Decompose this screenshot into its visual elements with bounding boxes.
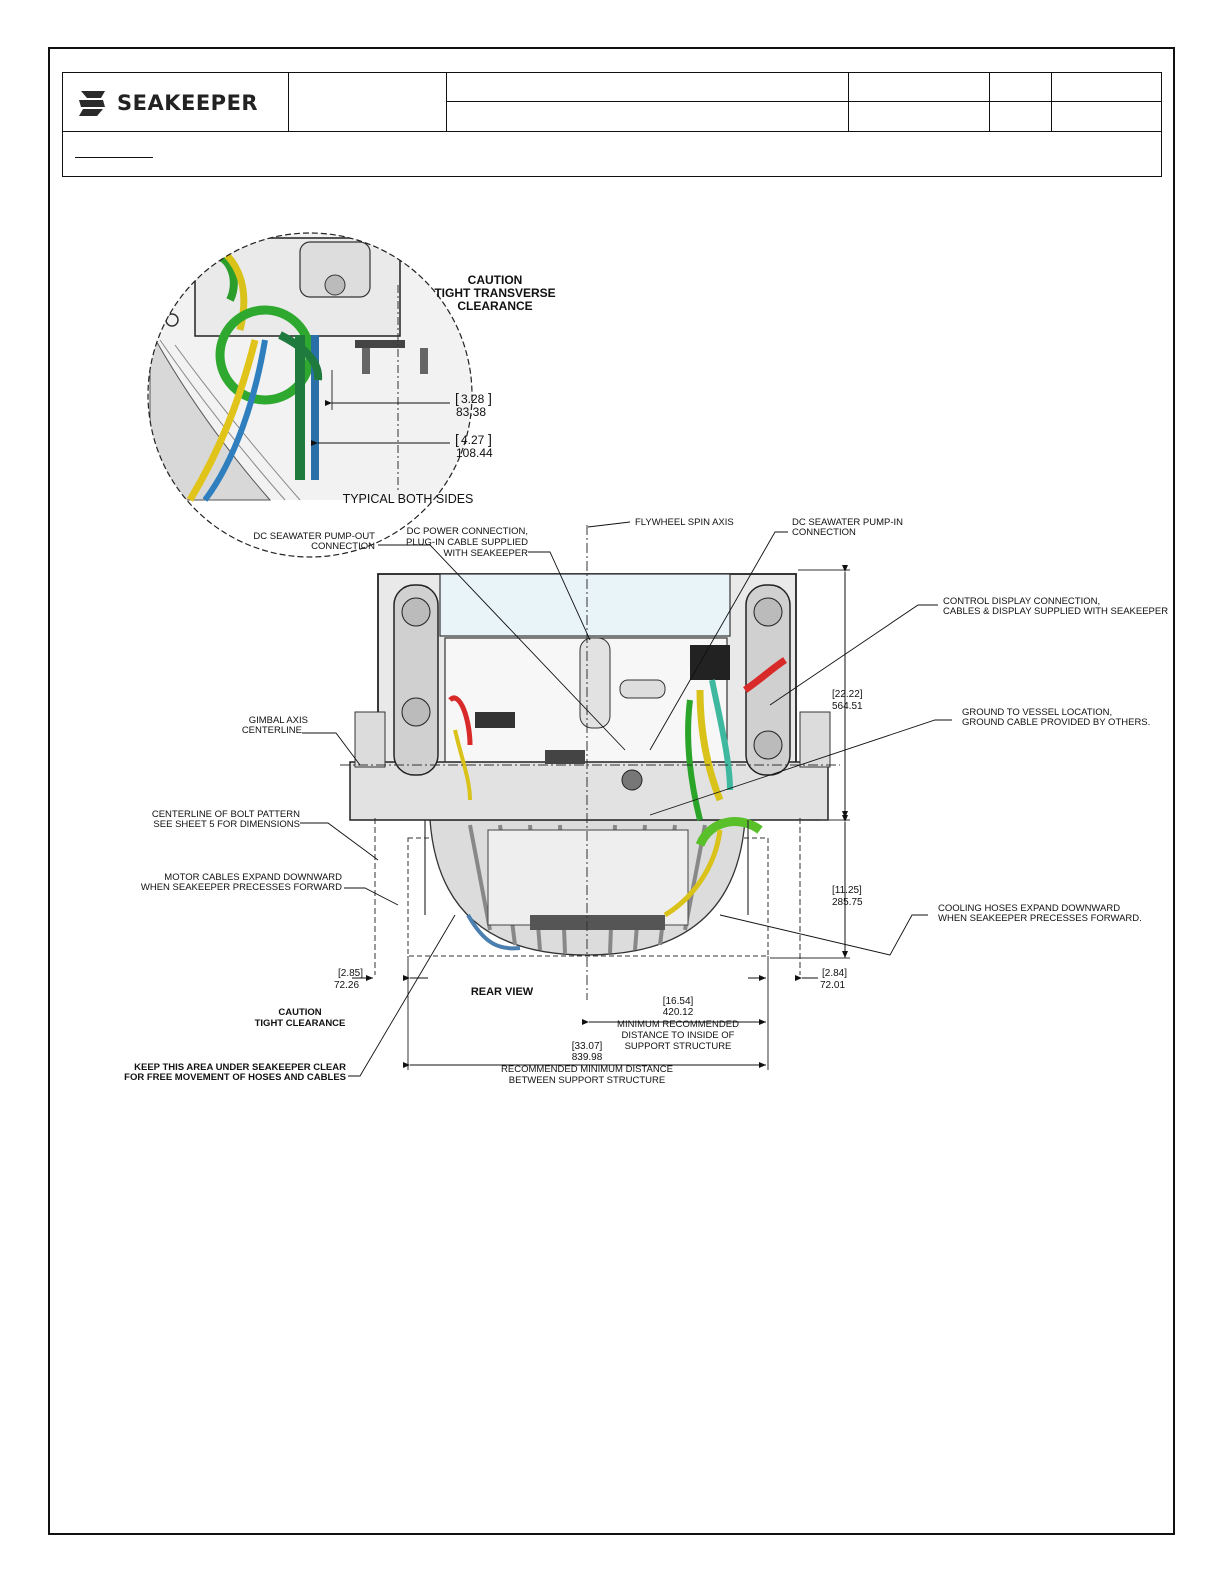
callout-control-1: CONTROL DISPLAY CONNECTION, [943, 596, 1100, 607]
title-cell-1 [289, 73, 447, 131]
callout-pump-out-2: CONNECTION [311, 541, 375, 552]
dim-half-label-3: SUPPORT STRUCTURE [625, 1041, 732, 1052]
rear-view-title: REAR VIEW [471, 986, 534, 998]
callout-dc-power-2: PLUG-IN CABLE SUPPLIED [406, 537, 528, 548]
dim-half-in: [16.54] [663, 996, 694, 1007]
detail-dim2-mm: 108.44 [456, 446, 493, 460]
callout-cooling-1: COOLING HOSES EXPAND DOWNWARD [938, 903, 1120, 914]
brand-name: SEAKEEPER [117, 91, 259, 115]
dim-full-label-1: RECOMMENDED MINIMUM DISTANCE [501, 1064, 673, 1075]
dim-right-mm: 72.01 [820, 980, 845, 991]
detail-dim2-bracket-close: ] [488, 431, 492, 447]
drawing-frame [48, 47, 1175, 1535]
callout-motor-1: MOTOR CABLES EXPAND DOWNWARD [164, 872, 342, 883]
title-cell-4 [990, 73, 1052, 131]
dim-right-in: [2.84] [822, 968, 847, 979]
callout-ground-2: GROUND CABLE PROVIDED BY OTHERS. [962, 717, 1150, 728]
callout-dc-power-3: WITH SEAKEEPER [444, 548, 529, 559]
title-notes-divider [63, 131, 1161, 132]
callout-motor-2: WHEN SEAKEEPER PRECESSES FORWARD [141, 882, 342, 893]
dim-left-mm: 72.26 [334, 980, 359, 991]
callout-spin-axis: FLYWHEEL SPIN AXIS [635, 517, 734, 528]
dim-lower-mm: 285.75 [832, 897, 863, 908]
dim-height-mm: 564.51 [832, 701, 863, 712]
seakeeper-logo-icon [79, 91, 105, 116]
detail-dim2-in: 4.27 [461, 433, 485, 447]
callout-gimbal-2: CENTERLINE [242, 725, 302, 736]
callout-pump-out-1: DC SEAWATER PUMP-OUT [253, 531, 375, 542]
title-cell-3 [849, 73, 990, 131]
detail-dim1-bracket-open: [ [455, 390, 459, 406]
detail-dim1-bracket-close: ] [488, 390, 492, 406]
dim-left-in: [2.85] [338, 968, 363, 979]
dim-half-mm: 420.12 [663, 1007, 694, 1018]
dim-half-label-1: MINIMUM RECOMMENDED [617, 1019, 739, 1030]
dim-half-label-2: DISTANCE TO INSIDE OF [622, 1030, 735, 1041]
notes-underline [75, 157, 153, 158]
callout-dc-power-1: DC POWER CONNECTION, [407, 526, 528, 537]
title-divider [447, 101, 1161, 102]
detail-dim1-mm: 83.38 [456, 405, 486, 419]
callout-pump-in-1: DC SEAWATER PUMP-IN [792, 517, 903, 528]
callout-cooling-2: WHEN SEAKEEPER PRECESSES FORWARD. [938, 913, 1142, 924]
title-block: SEAKEEPER [62, 72, 1162, 177]
callout-bolt-1: CENTERLINE OF BOLT PATTERN [152, 809, 300, 820]
detail-caption: TYPICAL BOTH SIDES [343, 492, 474, 506]
detail-view: CAUTION TIGHT TRANSVERSE CLEARANCE [ 3.2… [147, 232, 556, 558]
callout-control-2: CABLES & DISPLAY SUPPLIED WITH SEAKEEPER [943, 606, 1168, 617]
dim-full-mm: 839.98 [572, 1052, 603, 1063]
callout-bolt-2: SEE SHEET 5 FOR DIMENSIONS [153, 819, 300, 830]
dim-height-in: [22.22] [832, 689, 863, 700]
callout-ground-1: GROUND TO VESSEL LOCATION, [962, 707, 1112, 718]
detail-caution-line2: CLEARANCE [457, 299, 532, 313]
dim-full-label-2: BETWEEN SUPPORT STRUCTURE [509, 1075, 665, 1086]
callout-keep-1: KEEP THIS AREA UNDER SEAKEEPER CLEAR [134, 1062, 346, 1073]
dim-full-in: [33.07] [572, 1041, 603, 1052]
callout-pump-in-2: CONNECTION [792, 527, 856, 538]
detail-caution-title: CAUTION [468, 273, 523, 287]
dim-lower-in: [11.25] [832, 885, 862, 896]
callout-gimbal-1: GIMBAL AXIS [249, 715, 308, 726]
callout-caution-1: CAUTION [278, 1007, 321, 1018]
detail-dim1-in: 3.28 [461, 392, 485, 406]
detail-view-image [148, 233, 472, 502]
callout-keep-2: FOR FREE MOVEMENT OF HOSES AND CABLES [124, 1072, 346, 1083]
detail-dim2-bracket-open: [ [455, 431, 459, 447]
detail-caution-line1: TIGHT TRANSVERSE [434, 286, 555, 300]
rear-view: DC SEAWATER PUMP-OUT CONNECTION DC POWER… [124, 517, 1168, 1086]
logo-cell: SEAKEEPER [63, 73, 289, 131]
title-cell-2 [447, 73, 849, 131]
callout-caution-2: TIGHT CLEARANCE [255, 1018, 346, 1029]
seakeeper-logo: SEAKEEPER [75, 83, 258, 123]
